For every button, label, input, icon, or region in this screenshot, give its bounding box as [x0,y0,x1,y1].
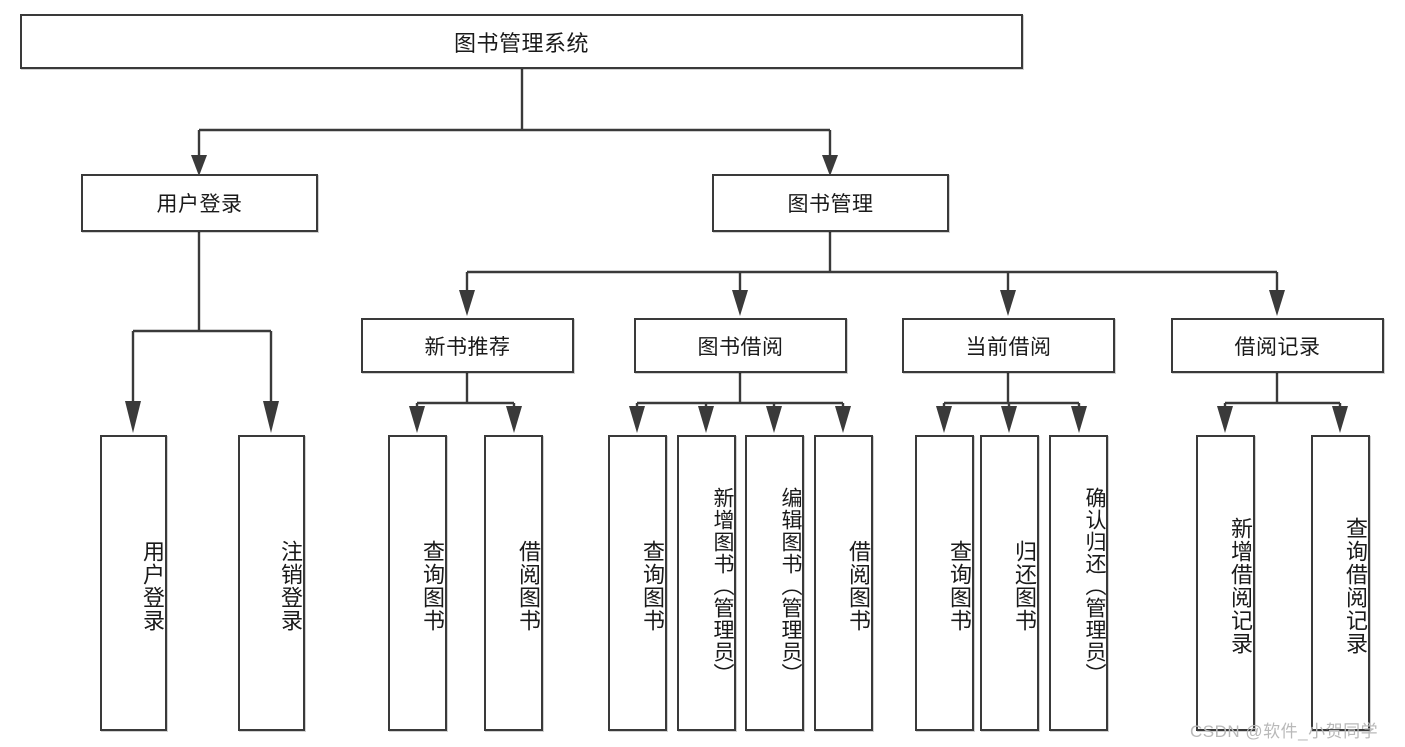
node-user-login-label: 用户登录 [156,193,243,216]
node-leaf-confirm-return[interactable]: 确认归还（管理员） [1049,435,1108,731]
arrow-leaf-query-book-2 [629,406,645,433]
node-borrow-record[interactable]: 借阅记录 [1171,318,1384,373]
node-leaf-query-book-2[interactable]: 查询图书 [608,435,667,731]
node-leaf-user-login-label: 用户登录 [140,540,165,632]
node-leaf-edit-book-label: 编辑图书（管理员） [779,487,802,685]
arrow-leaf-logout [263,401,279,433]
arrow-book-manage [822,155,838,176]
arrow-leaf-confirm-return [1071,406,1087,433]
node-new-book-rec[interactable]: 新书推荐 [361,318,574,373]
arrow-book-borrow [732,290,748,316]
arrow-borrow-record [1269,290,1285,316]
node-leaf-add-book-label: 新增图书（管理员） [711,487,734,685]
arrow-leaf-query-book-3 [936,406,952,433]
node-leaf-return-book-label: 归还图书 [1012,540,1037,632]
node-new-book-rec-label: 新书推荐 [424,335,511,359]
arrow-leaf-query-record [1332,406,1348,433]
node-leaf-return-book[interactable]: 归还图书 [980,435,1039,731]
arrow-leaf-add-record [1217,406,1233,433]
node-current-borrow[interactable]: 当前借阅 [902,318,1115,373]
node-leaf-add-record[interactable]: 新增借阅记录 [1196,435,1255,731]
node-leaf-confirm-return-label: 确认归还（管理员） [1083,487,1106,685]
arrow-leaf-borrow-book-1 [506,406,522,433]
arrow-leaf-edit-book [766,406,782,433]
node-leaf-query-record[interactable]: 查询借阅记录 [1311,435,1370,731]
arrow-new-book-rec [459,290,475,316]
node-borrow-record-label: 借阅记录 [1234,335,1321,359]
node-root[interactable]: 图书管理系统 [20,14,1023,69]
node-book-manage[interactable]: 图书管理 [712,174,949,232]
node-leaf-add-record-label: 新增借阅记录 [1228,517,1253,655]
node-leaf-query-record-label: 查询借阅记录 [1343,517,1368,655]
node-leaf-logout[interactable]: 注销登录 [238,435,305,731]
node-leaf-add-book[interactable]: 新增图书（管理员） [677,435,736,731]
node-leaf-borrow-book-1[interactable]: 借阅图书 [484,435,543,731]
arrow-leaf-add-book [698,406,714,433]
arrow-leaf-query-book-1 [409,406,425,433]
node-leaf-query-book-3[interactable]: 查询图书 [915,435,974,731]
node-leaf-query-book-1-label: 查询图书 [420,540,445,632]
node-leaf-logout-label: 注销登录 [278,540,303,632]
arrow-current-borrow [1000,290,1016,316]
node-leaf-query-book-3-label: 查询图书 [947,540,972,632]
node-book-borrow-label: 图书借阅 [697,335,784,359]
node-root-label: 图书管理系统 [453,30,589,56]
csdn-watermark: CSDN @软件_小贺同学 [1190,722,1379,741]
node-leaf-edit-book[interactable]: 编辑图书（管理员） [745,435,804,731]
arrow-leaf-user-login [125,401,141,433]
arrow-leaf-borrow-book-2 [835,406,851,433]
arrow-leaf-return-book [1001,406,1017,433]
arrow-user-login [191,155,207,176]
node-current-borrow-label: 当前借阅 [965,335,1052,359]
node-book-manage-label: 图书管理 [787,193,874,216]
node-leaf-borrow-book-2[interactable]: 借阅图书 [814,435,873,731]
node-leaf-query-book-1[interactable]: 查询图书 [388,435,447,731]
node-leaf-borrow-book-1-label: 借阅图书 [516,540,541,632]
node-leaf-user-login[interactable]: 用户登录 [100,435,167,731]
node-book-borrow[interactable]: 图书借阅 [634,318,847,373]
node-user-login[interactable]: 用户登录 [81,174,318,232]
node-leaf-query-book-2-label: 查询图书 [640,540,665,632]
node-leaf-borrow-book-2-label: 借阅图书 [846,540,871,632]
